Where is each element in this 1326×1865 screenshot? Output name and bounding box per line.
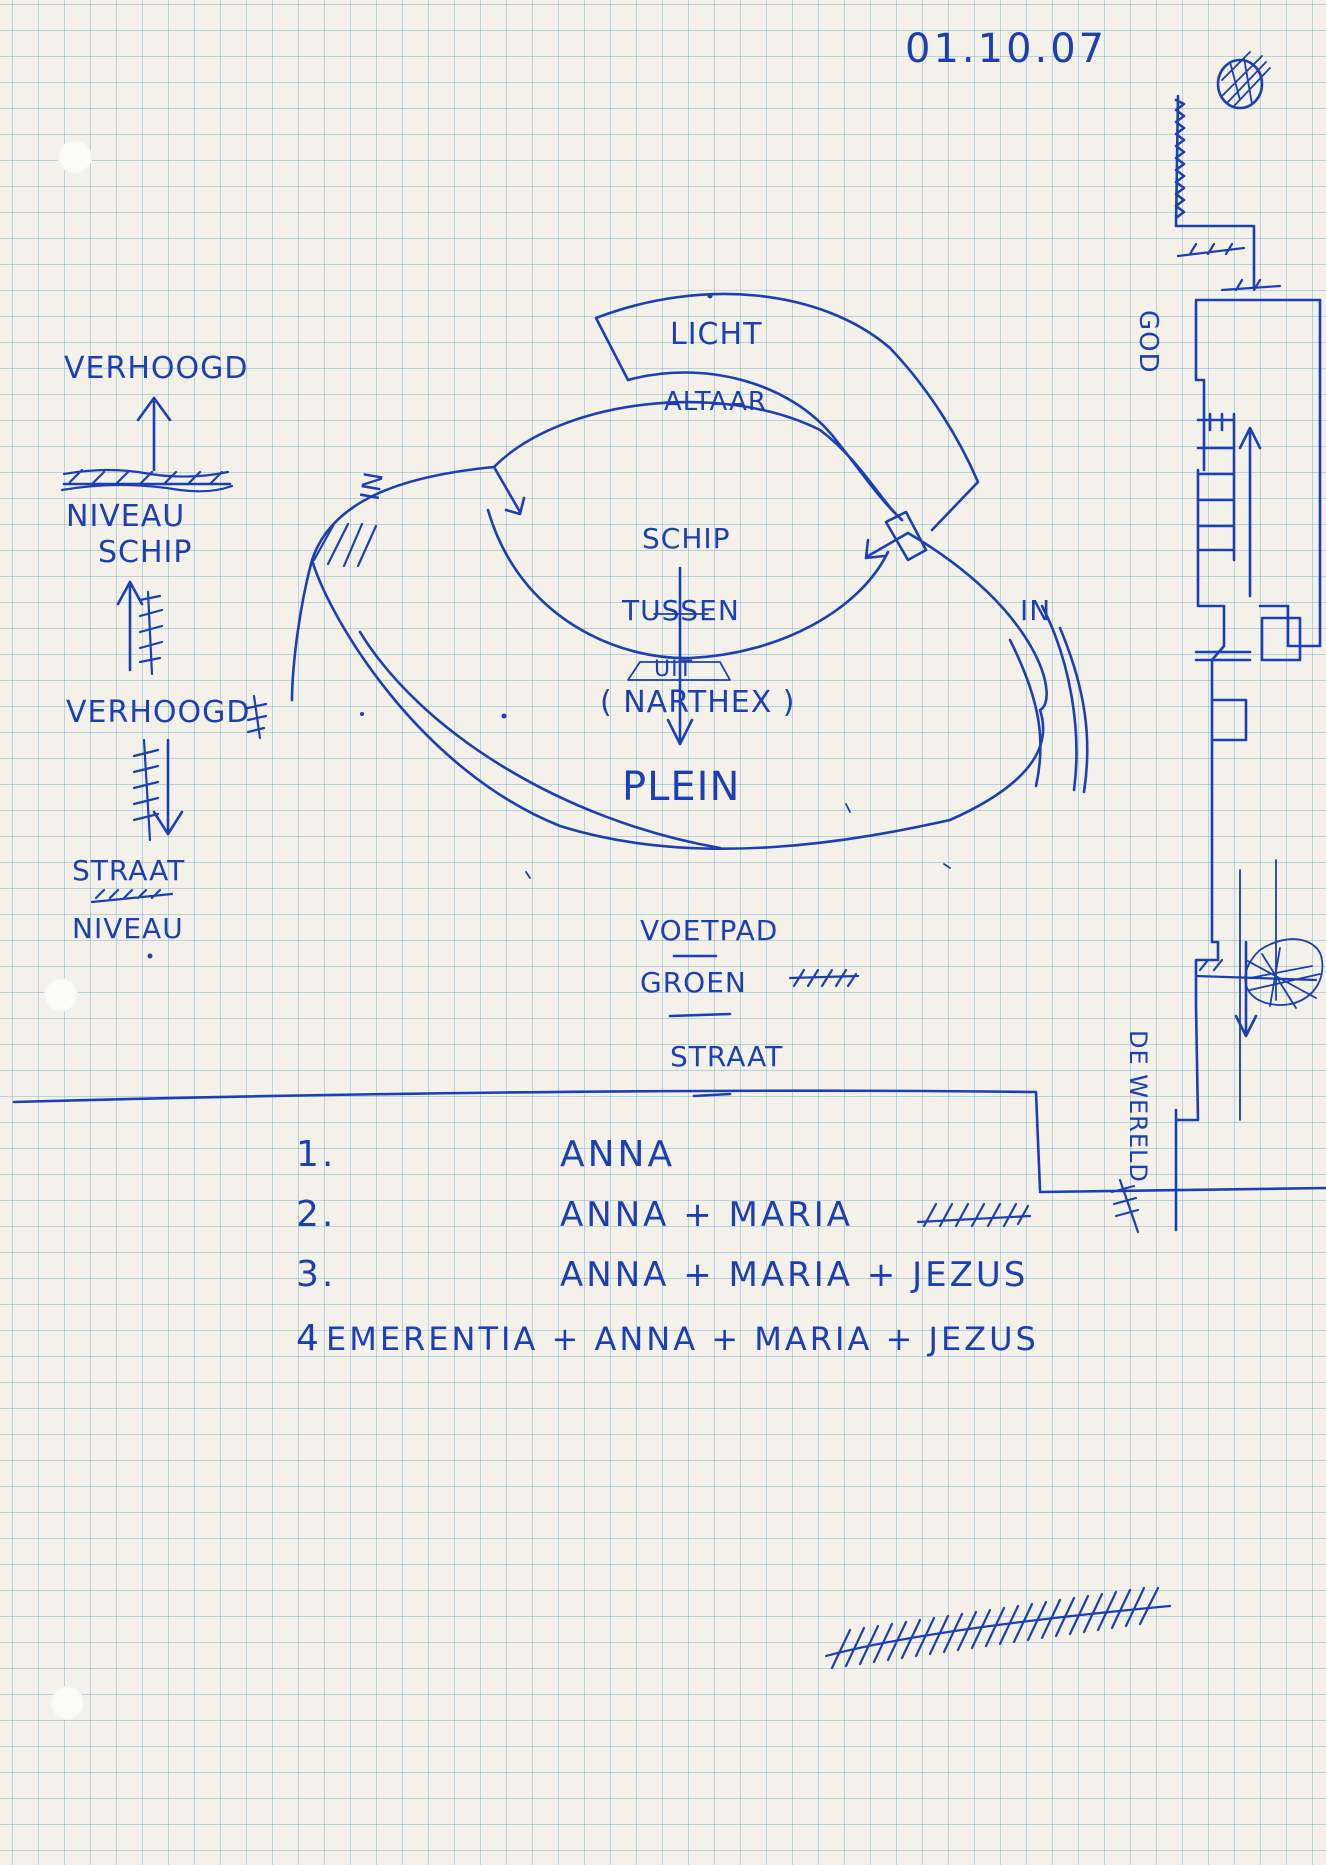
- list-item: 3. ANNA + MARIA + JEZUS: [296, 1254, 1028, 1295]
- entrance-left-label: IN: [355, 469, 390, 503]
- narthex-box: [627, 661, 731, 681]
- light-label: LICHT: [670, 317, 762, 352]
- altar-label: ALTAAR: [664, 387, 767, 417]
- stair-steps: [1196, 412, 1236, 562]
- footpath-label: VOETPAD: [640, 914, 778, 947]
- entrance-hatch: [312, 522, 378, 568]
- list-text: ANNA + MARIA + JEZUS: [560, 1255, 1028, 1295]
- side-arc: [1040, 604, 1078, 792]
- building-wall: [1194, 650, 1252, 742]
- legend-raised-middle: VERHOOGD: [66, 695, 250, 730]
- church-outer-wall: [358, 630, 722, 850]
- separator-dash: [692, 1092, 732, 1098]
- building-wall: [1258, 298, 1322, 648]
- separator-dash: [668, 1012, 732, 1018]
- punch-hole: [44, 978, 78, 1012]
- dot-mark: [501, 713, 507, 719]
- legend-street-line1: STRAAT: [72, 854, 185, 887]
- punch-hole: [50, 1686, 84, 1720]
- dot-mark: [707, 293, 713, 299]
- square-label: PLEIN: [622, 764, 740, 810]
- between-label: TUSSEN: [621, 594, 740, 627]
- door-box: [1260, 616, 1302, 662]
- altar-arc: [492, 400, 904, 522]
- list-number: 2.: [296, 1194, 336, 1235]
- nave-label: SCHIP: [642, 522, 731, 555]
- scribble-crossed-word: [90, 888, 174, 904]
- scribble-crossed-word: [916, 1202, 1032, 1228]
- street-line: [1038, 1186, 1326, 1194]
- scribble-crossed-word: [60, 468, 234, 493]
- punch-hole: [58, 140, 92, 174]
- list-number: 1.: [296, 1134, 336, 1175]
- list-item: 1. ANNA: [296, 1134, 675, 1175]
- green-label: GROEN: [640, 966, 747, 999]
- entrance-right-label: IN: [1020, 594, 1051, 627]
- narthex-label: ( NARTHEX ): [600, 685, 796, 720]
- up-arrow-icon: [136, 396, 172, 472]
- entrance-gate: [884, 510, 928, 562]
- dot-mark: [360, 712, 364, 716]
- entrance-arrow-icon: [864, 531, 910, 560]
- street-line: [12, 1089, 1042, 1192]
- legend-level-line1: NIVEAU: [66, 499, 185, 534]
- list-text: EMERENTIA + ANNA + MARIA + JEZUS: [326, 1320, 1039, 1358]
- date-label: 01.10.07: [905, 26, 1107, 72]
- world-label: DE WERELD: [1124, 1030, 1152, 1183]
- scribble-mark: [132, 738, 160, 842]
- scribble-mark: [246, 694, 268, 740]
- up-arrow-icon: [1238, 426, 1262, 598]
- light-shape: [594, 292, 980, 532]
- side-arc: [1058, 626, 1089, 794]
- dash-mark: [525, 803, 951, 879]
- down-arrow-icon: [1234, 940, 1258, 1038]
- scribble-crossed-word: [788, 968, 860, 988]
- list-text: ANNA: [560, 1134, 675, 1175]
- scribble-crossed-word: [824, 1586, 1172, 1670]
- side-arc: [1008, 638, 1042, 788]
- dot-mark: [147, 953, 153, 959]
- street-label: STRAAT: [670, 1040, 783, 1073]
- scribble-mark: [1176, 242, 1282, 292]
- list-number: 3.: [296, 1254, 336, 1295]
- legend-street-line2: NIVEAU: [72, 912, 184, 945]
- down-arrow-icon: [152, 738, 184, 836]
- facade-texture: [1174, 98, 1186, 220]
- scribble-mark: [138, 590, 164, 676]
- list-item: 4 EMERENTIA + ANNA + MARIA + JEZUS: [296, 1318, 1039, 1359]
- exit-label: UIT: [654, 657, 693, 682]
- legend-level-line2: SCHIP: [98, 535, 193, 570]
- nave-arc: [486, 508, 890, 660]
- building-wall: [1174, 94, 1322, 1232]
- double-arrow-icon: [116, 580, 144, 672]
- list-number: 4: [296, 1318, 322, 1359]
- tree-scribble: [1194, 938, 1324, 1009]
- entrance-arrow-icon: [492, 465, 526, 516]
- list-text: ANNA + MARIA: [560, 1195, 853, 1235]
- signature-mark: [1216, 51, 1271, 110]
- axis-line: [666, 566, 694, 746]
- god-label: GOD: [1133, 310, 1163, 374]
- legend-raised-top: VERHOOGD: [64, 351, 248, 386]
- scribble-mark: [1110, 1178, 1140, 1234]
- list-item: 2. ANNA + MARIA: [296, 1194, 853, 1235]
- church-outer-wall: [290, 465, 1048, 851]
